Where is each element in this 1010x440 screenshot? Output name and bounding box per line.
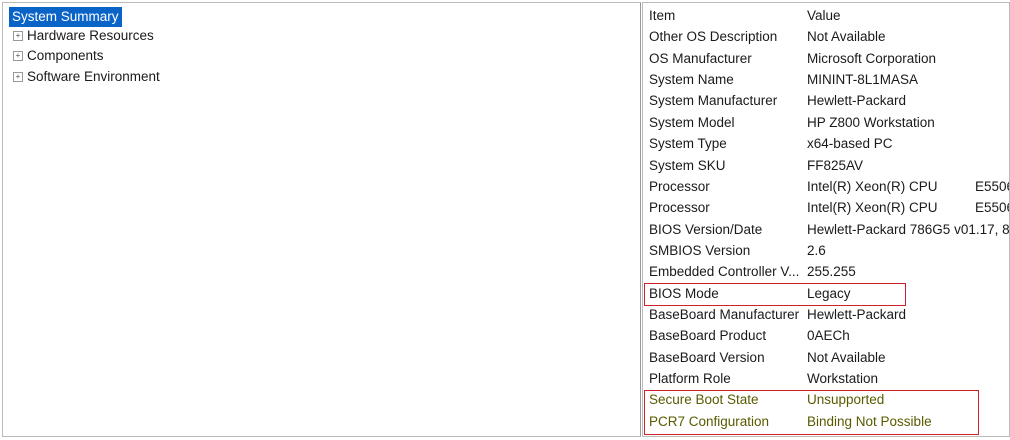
item-cell: BIOS Version/Date [649, 221, 763, 237]
table-row[interactable]: OS Manufacturer Microsoft Corporation [643, 48, 1009, 69]
item-cell: System Type [649, 136, 727, 152]
category-tree: System Summary + Hardware Resources + Comp… [2, 2, 641, 437]
table-row[interactable]: SMBIOS Version 2.6 [643, 240, 1009, 261]
tree-label: Components [27, 48, 104, 63]
value-cell: Legacy [807, 285, 851, 301]
table-row[interactable]: BaseBoard Product 0AECh [643, 325, 1009, 346]
table-row[interactable]: BIOS Mode Legacy [643, 283, 1009, 304]
tree-item-components[interactable]: + Components [13, 47, 104, 65]
tree-label: Hardware Resources [27, 28, 154, 43]
table-row[interactable]: System Manufacturer Hewlett-Packard [643, 90, 1009, 111]
table-row[interactable]: BIOS Version/Date Hewlett-Packard 786G5 v… [643, 219, 1009, 240]
tree-item-hardware-resources[interactable]: + Hardware Resources [13, 27, 154, 45]
column-header-item[interactable]: Item [649, 8, 676, 23]
item-cell: BaseBoard Product [649, 328, 767, 344]
item-cell: PCR7 Configuration [649, 413, 770, 429]
tree-label: Software Environment [27, 69, 160, 84]
item-cell: Platform Role [649, 371, 731, 386]
expand-icon[interactable]: + [13, 72, 23, 82]
item-cell: Embedded Controller V... [649, 264, 800, 280]
item-cell: System Model [649, 114, 735, 130]
value-cell: Binding Not Possible [807, 413, 932, 429]
table-row[interactable]: System Name MININT-8L1MASA [643, 69, 1009, 90]
table-row[interactable]: Other OS Description Not Available [643, 26, 1009, 47]
item-cell: System Name [649, 72, 734, 88]
item-cell: SMBIOS Version [649, 242, 751, 258]
table-row[interactable]: Platform Role Workstation [643, 368, 1009, 389]
table-row[interactable]: Processor Intel(R) Xeon(R) CPU E5506 [643, 197, 1009, 218]
value-cell: Microsoft Corporation [807, 50, 937, 66]
highlight-box-bios-mode [644, 283, 906, 306]
table-row[interactable]: PCR7 Configuration Binding Not Possible [643, 411, 1009, 432]
item-cell: System Manufacturer [649, 93, 778, 109]
value-cell: Not Available [807, 349, 886, 365]
item-cell: OS Manufacturer [649, 50, 752, 66]
item-cell: BaseBoard Version [649, 349, 765, 365]
item-cell: Other OS Description [649, 29, 778, 45]
value-cell: Unsupported [807, 392, 885, 408]
table-row[interactable]: System Type x64-based PC [643, 133, 1009, 154]
tree-item-software-environment[interactable]: + Software Environment [13, 68, 160, 86]
table-row[interactable]: Embedded Controller V... 255.255 [643, 261, 1009, 282]
table-row[interactable]: Secure Boot State Unsupported [643, 389, 1009, 410]
value-cell: E5506 [975, 178, 1009, 194]
item-cell: BIOS Mode [649, 285, 719, 301]
table-row[interactable]: BaseBoard Manufacturer Hewlett-Packard [643, 304, 1009, 325]
table-row[interactable]: System Model HP Z800 Workstation [643, 112, 1009, 133]
value-cell: 2.6 [807, 242, 826, 258]
table-row[interactable]: Processor Intel(R) Xeon(R) CPU E5506 [643, 176, 1009, 197]
table-row[interactable]: BaseBoard Version Not Available [643, 347, 1009, 368]
tree-item-system-summary[interactable]: System Summary [9, 7, 122, 27]
item-cell: Processor [649, 200, 710, 216]
value-cell: Workstation [807, 371, 879, 386]
expand-icon[interactable]: + [13, 31, 23, 41]
value-cell: HP Z800 Workstation [807, 114, 935, 130]
expand-icon[interactable]: + [13, 51, 23, 61]
item-cell: Secure Boot State [649, 392, 759, 408]
value-cell: Intel(R) Xeon(R) CPU [807, 178, 938, 194]
value-cell: Not Available [807, 29, 886, 45]
value-cell: MININT-8L1MASA [807, 72, 919, 88]
value-cell: E5506 [975, 200, 1009, 216]
highlight-box-secure-boot [644, 390, 979, 435]
value-cell: 255.255 [807, 264, 856, 280]
value-cell: Hewlett-Packard [807, 306, 907, 322]
item-cell: System SKU [649, 157, 726, 173]
item-cell: Processor [649, 178, 710, 194]
value-cell: Hewlett-Packard 786G5 v01.17, 8/ [807, 221, 1010, 237]
value-cell: Hewlett-Packard [807, 93, 907, 109]
value-cell: Intel(R) Xeon(R) CPU [807, 200, 938, 216]
column-header-value[interactable]: Value [807, 8, 841, 23]
value-cell: x64-based PC [807, 136, 893, 152]
value-cell: 0AECh [807, 328, 850, 344]
table-header: Item Value [643, 5, 1009, 26]
value-cell: FF825AV [807, 157, 864, 173]
table-row[interactable]: System SKU FF825AV [643, 155, 1009, 176]
item-cell: BaseBoard Manufacturer [649, 306, 800, 322]
